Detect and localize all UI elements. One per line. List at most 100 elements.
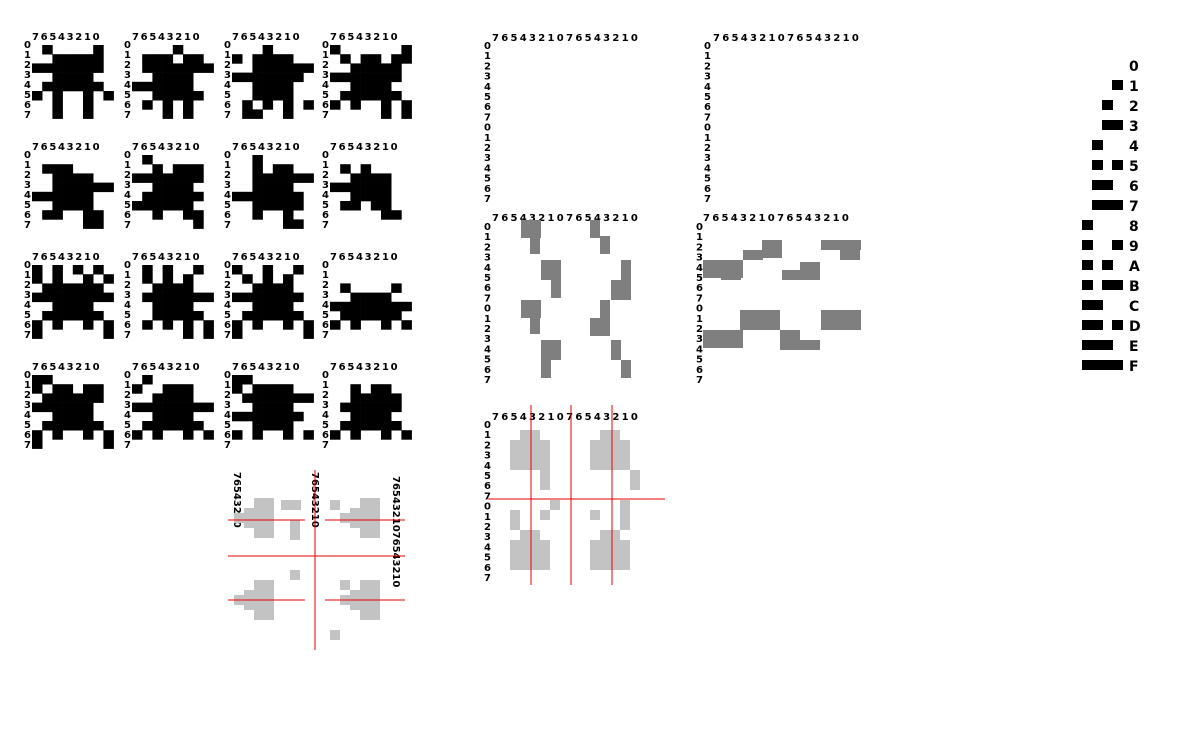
tile-pixel (262, 191, 274, 202)
tile-pixel (391, 311, 402, 321)
tile-row-label: 2 (224, 390, 231, 401)
mirror-left-row-label: 5 (484, 355, 491, 366)
tile-row-label: 2 (224, 170, 231, 181)
tile-pixel (52, 384, 63, 394)
tile-pixel (350, 100, 361, 110)
tile-row-label: 2 (24, 170, 31, 181)
tile-row-label: 6 (24, 320, 31, 331)
tile-pixel (350, 320, 361, 330)
tile-row-label: 3 (224, 180, 231, 191)
tile-pixel (252, 164, 263, 174)
mirror-pixel (821, 310, 861, 330)
tile-row-label: 5 (124, 90, 131, 101)
tile-pixel (152, 72, 163, 83)
tile-pixel (172, 311, 184, 321)
tile-pixel (152, 393, 163, 403)
mirror-right-row-label: 3 (696, 253, 703, 264)
tile-pixel (303, 173, 314, 183)
tile-row-label: 6 (322, 210, 329, 221)
tile-pixel (72, 265, 84, 275)
tile-pixel (262, 100, 274, 110)
tile-pixel (272, 311, 284, 321)
mirror-pixel (521, 220, 541, 238)
tile-pixel (183, 430, 194, 440)
tile-pixel (252, 384, 263, 394)
tile-pixel (52, 411, 63, 422)
tile-row-label: 1 (124, 380, 131, 391)
tile-pixel (52, 81, 63, 92)
tile-pixel (42, 191, 53, 202)
tile-pixel (262, 45, 274, 55)
tile-row-label: 4 (24, 190, 31, 201)
ghost-pixel (520, 560, 540, 570)
rotated-ghost-pixel (360, 528, 380, 538)
tile-pixel (272, 191, 284, 202)
tile-pixel (293, 173, 304, 183)
tile-pixel (283, 411, 294, 422)
hex-ramp-bit (1112, 320, 1123, 330)
mirror-pixel (840, 250, 860, 260)
empty-right-row-label: 4 (704, 82, 711, 93)
tile-pixel (272, 421, 284, 431)
tile-pixel (162, 81, 174, 92)
mirror-right-row-label: 2 (696, 324, 703, 335)
tile-row-label: 0 (24, 260, 31, 271)
tile-pixel (262, 402, 274, 413)
tile-pixel (83, 100, 94, 110)
empty-right-row-label: 5 (704, 92, 711, 103)
rotated-ghost-pixel (360, 498, 380, 508)
tile-pixel (391, 421, 402, 431)
tile-pixel (183, 109, 194, 119)
tile-pixel (283, 164, 294, 174)
tile-pixel (152, 311, 163, 321)
empty-left-row-label: 7 (484, 194, 491, 205)
tile-pixel (183, 210, 194, 220)
tile-pixel (103, 320, 114, 330)
tile-pixel (340, 402, 351, 413)
mirror-left-row-label: 7 (484, 293, 491, 304)
empty-right-row-label: 5 (704, 174, 711, 185)
tile-col-header: 76543210 (330, 142, 399, 153)
tile-pixel (93, 210, 104, 220)
mirror-pixel (821, 240, 861, 250)
tile-pixel (103, 274, 114, 284)
tile-pixel (183, 292, 194, 303)
tile-row-label: 5 (224, 200, 231, 211)
tile-pixel (381, 301, 392, 312)
tile-row-label: 1 (24, 50, 31, 61)
tile-pixel (272, 72, 284, 83)
mirror-right-row-label: 7 (696, 293, 703, 304)
empty-left-row-label: 0 (484, 123, 491, 134)
hex-ramp-label: 8 (1129, 219, 1139, 235)
tile-pixel (152, 182, 163, 193)
tile-row-label: 3 (322, 290, 329, 301)
tile-pixel (303, 393, 314, 403)
ghost-row-label: 4 (484, 461, 491, 472)
empty-right-row-label: 0 (704, 41, 711, 52)
tile-pixel (62, 411, 74, 422)
mirror-left-row-label: 0 (484, 222, 491, 233)
hex-ramp-label: E (1129, 339, 1139, 355)
tile-pixel (52, 54, 63, 64)
tile-pixel (242, 274, 253, 284)
mirror-left-col-header: 7654321076543210 (492, 213, 640, 224)
hex-ramp-row: 0 (1129, 59, 1139, 75)
